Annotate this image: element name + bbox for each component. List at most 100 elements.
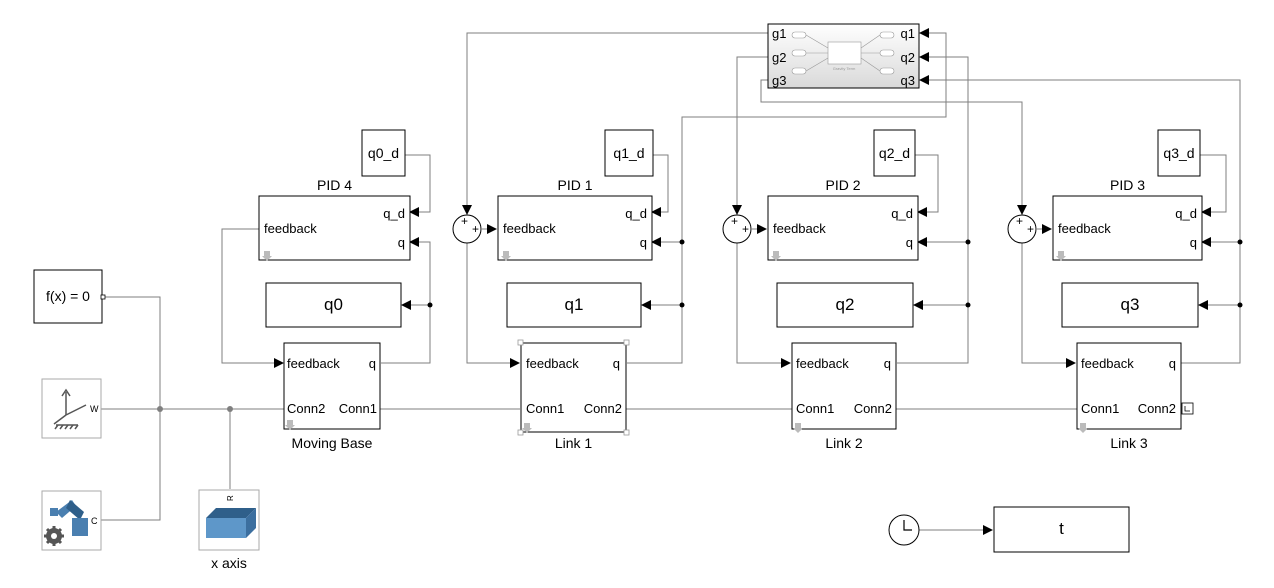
subsystem-arrow-icon xyxy=(793,423,803,433)
base-q-port: q xyxy=(368,356,376,371)
junction-dots xyxy=(427,239,1243,308)
pid3-feedback-port: feedback xyxy=(1058,221,1111,236)
prismatic-caption: x axis xyxy=(211,555,247,571)
pid2-title: PID 2 xyxy=(825,177,861,193)
q0-display-label: q0 xyxy=(324,295,343,314)
gravity-inner-preview xyxy=(791,31,895,75)
link1-conn1-port: Conn1 xyxy=(526,401,565,416)
gravity-g3-port: g3 xyxy=(772,73,787,88)
world-frame-block[interactable]: W xyxy=(41,378,102,439)
q2-display-block[interactable] xyxy=(776,282,914,328)
prismatic-icon xyxy=(206,508,256,538)
link1-block[interactable] xyxy=(517,339,630,436)
q1-display-label: q1 xyxy=(564,295,584,314)
subsystem-arrow-icon xyxy=(522,423,532,433)
junction-dot xyxy=(679,239,685,245)
t-display-block[interactable] xyxy=(993,506,1130,553)
gravity-q1-port: q1 xyxy=(900,26,915,41)
clock-icon xyxy=(903,520,912,531)
pid3-block[interactable] xyxy=(1052,195,1203,261)
subsystem-arrow-icon xyxy=(1056,251,1066,261)
g1-to-sum1 xyxy=(462,32,768,215)
link2-q-to-gravity xyxy=(919,52,969,242)
link2-block[interactable] xyxy=(791,342,897,433)
pid4-qd-port: q_d xyxy=(383,206,405,221)
g2-to-sum2 xyxy=(732,56,768,215)
q3d-to-pid3 xyxy=(1200,154,1227,217)
link2-conn1-port: Conn1 xyxy=(796,401,835,416)
conn-port-icon[interactable] xyxy=(1181,402,1194,415)
gravity-q3-port: q3 xyxy=(900,73,915,88)
link1-feedback-port: feedback xyxy=(526,356,579,371)
link3-q-port: q xyxy=(1168,356,1176,371)
q2d-to-pid2 xyxy=(915,154,939,217)
subsystem-arrow-icon xyxy=(501,251,511,261)
sum1-to-link1 xyxy=(466,242,520,368)
q3d-constant-block[interactable] xyxy=(1157,129,1201,177)
q0-display-block[interactable] xyxy=(265,282,402,328)
base-conn2-port: Conn2 xyxy=(287,401,326,416)
q3d-label: q3_d xyxy=(1163,145,1195,161)
pid1-title: PID 1 xyxy=(557,177,593,193)
link1-q-to-gravity xyxy=(681,28,947,242)
junction-dot xyxy=(679,302,685,308)
world-frame-icon xyxy=(53,388,87,430)
moving-base-block[interactable] xyxy=(283,342,381,430)
link3-caption: Link 3 xyxy=(1110,435,1148,451)
sum3-to-link3 xyxy=(1021,242,1076,368)
gravity-term-block[interactable]: Gravity Term xyxy=(767,23,920,89)
q0d-label: q0_d xyxy=(367,145,400,161)
mechanism-config-block[interactable]: C xyxy=(41,490,102,551)
q2-display-label: q2 xyxy=(835,295,855,314)
link2-q-port: q xyxy=(883,356,891,371)
link2-feedback-port: feedback xyxy=(796,356,849,371)
pid1-block[interactable] xyxy=(497,195,653,261)
sum2-block[interactable] xyxy=(722,214,752,244)
base-feedback-port: feedback xyxy=(287,356,340,371)
base-conn1-port: Conn1 xyxy=(338,401,377,416)
q1d-constant-block[interactable] xyxy=(604,129,654,177)
pid4-q-port: q xyxy=(397,235,405,250)
subsystem-arrow-icon xyxy=(771,251,781,261)
sum2-to-link2 xyxy=(736,242,791,368)
link3-conn2-port: Conn2 xyxy=(1137,401,1176,416)
robot-arm-icon xyxy=(44,500,88,546)
subsystem-arrow-icon xyxy=(285,420,295,430)
pid2-qd-port: q_d xyxy=(891,206,913,221)
sum1-block[interactable] xyxy=(452,214,482,244)
gravity-q2-port: q2 xyxy=(900,50,915,65)
pid3-qd-port: q_d xyxy=(1175,206,1197,221)
subsystem-arrow-icon xyxy=(1078,423,1088,433)
q1-display-block[interactable] xyxy=(506,282,642,328)
q1d-to-pid1 xyxy=(651,154,669,217)
junction-dot xyxy=(227,406,233,412)
link2-caption: Link 2 xyxy=(825,435,863,451)
gravity-g1-port: g1 xyxy=(772,26,787,41)
pid3-title: PID 3 xyxy=(1109,177,1145,193)
pid4-title: PID 4 xyxy=(316,177,352,193)
q0d-to-pid4 xyxy=(405,154,431,217)
pid2-block[interactable] xyxy=(767,195,919,261)
subsystem-arrow-icon xyxy=(262,251,272,261)
q0d-constant-block[interactable] xyxy=(361,129,406,177)
gravity-g2-port: g2 xyxy=(772,50,787,65)
pid4-feedback-port: feedback xyxy=(264,221,317,236)
base-caption: Moving Base xyxy=(291,435,373,451)
prismatic-joint-block[interactable]: R xyxy=(198,489,260,551)
q3-display-block[interactable] xyxy=(1061,282,1199,328)
link1-caption: Link 1 xyxy=(554,435,593,451)
pid3-q-port: q xyxy=(1189,235,1197,250)
prismatic-port-label: R xyxy=(226,495,235,501)
q2d-constant-block[interactable] xyxy=(873,129,916,177)
q1d-label: q1_d xyxy=(613,145,645,161)
solver-block[interactable]: f(x) = 0 xyxy=(33,269,106,324)
selection-handles xyxy=(517,339,630,436)
t-display-label: t xyxy=(1059,519,1064,538)
link3-block[interactable] xyxy=(1076,342,1194,433)
clock-block[interactable] xyxy=(888,514,920,546)
sum3-block[interactable] xyxy=(1007,214,1037,244)
pid4-to-base xyxy=(221,228,284,368)
link1-conn2-port: Conn2 xyxy=(583,401,622,416)
pid4-block[interactable] xyxy=(258,195,411,261)
